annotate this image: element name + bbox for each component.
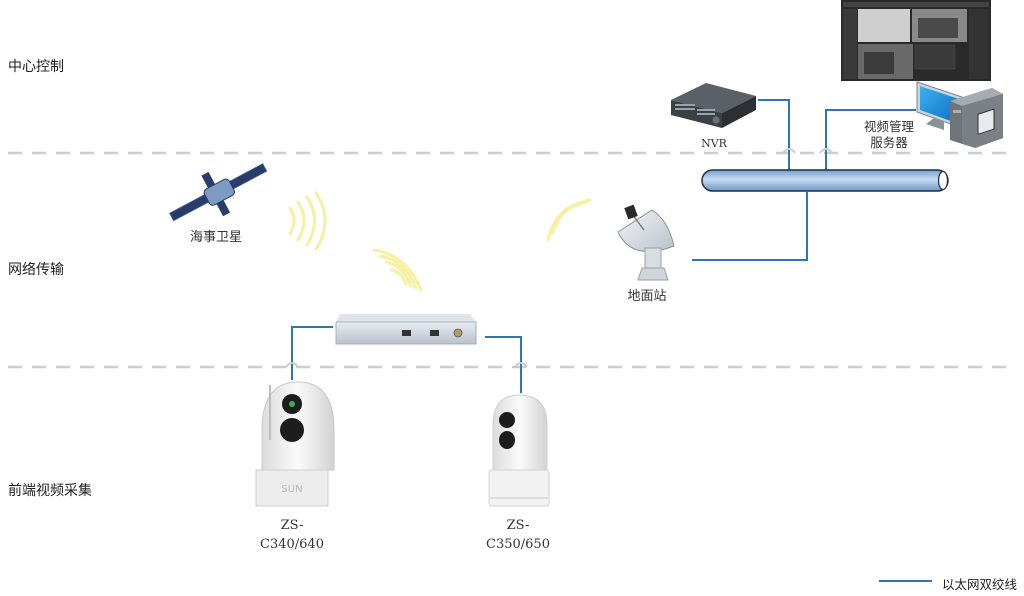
legend-ethernet-label: 以太网双绞线 <box>942 577 1018 592</box>
camera-c340-label-line1: ZS- <box>280 518 304 533</box>
camera-c340-icon: SUN <box>255 381 335 507</box>
layer-label-center-control: 中心控制 <box>8 59 64 75</box>
link-nvr-bus <box>758 99 790 170</box>
wireless-transmitter-box-icon <box>335 314 477 345</box>
signal-waves-satellite <box>288 191 327 251</box>
link-box-camera1 <box>291 326 333 380</box>
satellite-icon <box>168 162 268 222</box>
layer-label-frontend-capture: 前端视频采集 <box>8 483 92 499</box>
camera-c340-label: ZS- C340/640 <box>250 516 334 554</box>
vms-server-label: 视频管理 服务器 <box>856 119 922 151</box>
satellite-label: 海事卫星 <box>189 230 242 245</box>
signal-waves-ground-station <box>546 198 592 242</box>
ethernet-links <box>291 99 916 393</box>
server-pc-icon <box>916 81 1003 148</box>
link-bus-ground-station <box>692 192 808 261</box>
layer-label-network-transport: 网络传输 <box>8 262 64 278</box>
camera-c350-label-line2: C350/650 <box>486 537 550 552</box>
camera-c340-label-line2: C340/640 <box>260 537 324 552</box>
ground-station-dish-icon <box>617 204 675 281</box>
camera-c350-icon <box>488 394 550 507</box>
network-bus <box>701 169 949 192</box>
monitoring-screen-image <box>841 0 991 81</box>
signal-waves <box>288 191 592 292</box>
nvr-device-icon <box>671 83 756 128</box>
vms-server-label-line1: 视频管理 <box>863 119 914 134</box>
camera-c350-label-line1: ZS- <box>506 518 530 533</box>
nvr-label: NVR <box>701 137 727 150</box>
line-hops <box>285 148 833 368</box>
camera-c350-label: ZS- C350/650 <box>475 516 561 554</box>
link-box-camera2 <box>485 336 522 393</box>
camera-c340-brand-logo: SUN <box>281 484 302 495</box>
signal-waves-transmitter <box>372 248 423 292</box>
vms-server-label-line2: 服务器 <box>870 135 908 150</box>
ground-station-label: 地面站 <box>627 289 667 304</box>
